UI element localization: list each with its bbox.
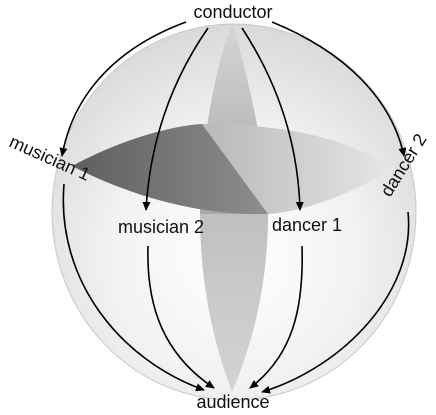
horizontal-plane-left [72, 124, 268, 215]
arrow-musician-1-to-audience [62, 183, 205, 392]
arrow-dancer-2-to-audience [261, 211, 410, 394]
node-conductor: conductor [193, 2, 272, 22]
arrow-conductor-to-dancer-1 [241, 27, 304, 211]
arrow-conductor-to-dancer-2 [271, 21, 407, 157]
arrow-conductor-to-musician-1 [59, 21, 187, 157]
arrow-conductor-to-musician-2 [142, 27, 209, 211]
node-dancer-1: dancer 1 [272, 215, 342, 235]
node-musician-2: musician 2 [118, 217, 204, 237]
arrow-dancer-1-to-audience [249, 245, 304, 389]
arrow-musician-2-to-audience [147, 245, 215, 389]
vertical-plane-bottom [200, 214, 268, 392]
node-audience: audience [196, 392, 269, 412]
